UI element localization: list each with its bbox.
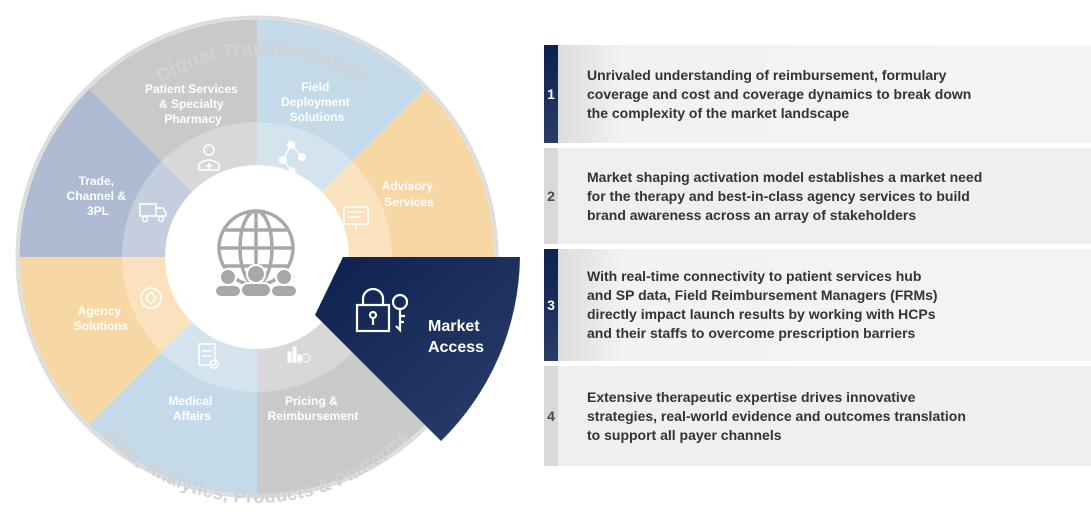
panel-4: 4 Extensive therapeutic expertise drives… (544, 366, 1091, 466)
panel-1-background (558, 45, 1091, 143)
patient-icon (198, 144, 220, 171)
panel-2-number: 2 (544, 148, 558, 244)
panel-4-background (558, 366, 1091, 466)
label-medical: Medical Affairs (168, 394, 215, 423)
agency-icon (140, 287, 162, 309)
panel-1: 1 Unrivaled understanding of reimburseme… (544, 45, 1091, 143)
label-field-deployment: Field Deployment Solutions (281, 80, 353, 124)
label-pricing: Pricing & Reimbursement (268, 394, 359, 423)
lock-key-icon (355, 287, 409, 333)
people-icon (214, 264, 298, 298)
segment-market-access[interactable] (315, 257, 520, 441)
panel-1-number: 1 (544, 45, 558, 143)
panel-2-background (558, 148, 1091, 244)
service-wheel-diagram: Digital Transformation Data, Analytics, … (15, 15, 520, 507)
panel-3-background (558, 249, 1091, 361)
panel-3: 3 With real-time connectivity to patient… (544, 249, 1091, 361)
truck-icon (139, 203, 167, 223)
panel-3-text: With real-time connectivity to patient s… (587, 268, 938, 341)
label-market-access: Market Access (428, 318, 484, 356)
panel-1-text: Unrivaled understanding of reimbursement… (587, 66, 972, 121)
panel-2: 2 Market shaping activation model establ… (544, 148, 1091, 244)
label-advisory: Advisory Services (382, 179, 437, 209)
panel-4-text: Extensive therapeutic expertise drives i… (587, 388, 966, 443)
globe-people-icon (217, 209, 295, 287)
network-icon (278, 140, 307, 175)
panel-4-number: 4 (544, 366, 558, 466)
label-agency: Agency Solutions (74, 304, 129, 333)
pricing-chart-icon (287, 346, 311, 363)
label-patient-services: Patient Services & Specialty Pharmacy (145, 82, 241, 126)
panel-3-number: 3 (544, 249, 558, 361)
panel-2-text: Market shaping activation model establis… (587, 168, 983, 223)
label-trade: Trade, Channel & 3PL (67, 174, 130, 218)
presentation-icon (343, 206, 369, 230)
clipboard-icon (198, 343, 219, 369)
